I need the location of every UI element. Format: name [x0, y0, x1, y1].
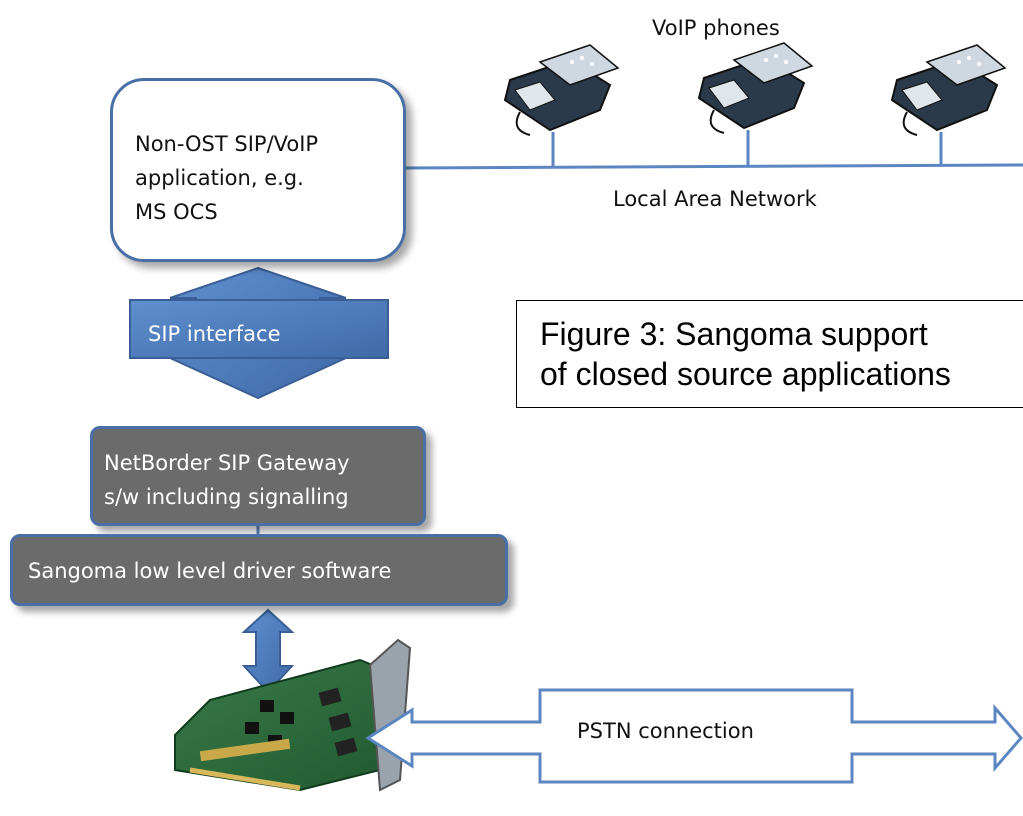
pstn-connection-label: PSTN connection	[577, 719, 754, 743]
sip-voip-application-box	[110, 78, 406, 262]
lan-line	[405, 163, 1023, 170]
application-box-text: Non-OST SIP/VoIP application, e.g. MS OC…	[135, 127, 395, 229]
gateway-box-text: NetBorder SIP Gateway s/w including sign…	[104, 446, 424, 514]
gateway-line-2: s/w including signalling	[104, 485, 349, 509]
sip-interface-label: SIP interface	[148, 322, 281, 346]
application-line-3: MS OCS	[135, 200, 218, 224]
desk-phone-icon	[890, 44, 1007, 136]
gateway-line-1: NetBorder SIP Gateway	[104, 451, 350, 475]
lan-label: Local Area Network	[613, 187, 817, 211]
driver-software-label: Sangoma low level driver software	[28, 559, 392, 583]
voip-phones-label: VoIP phones	[652, 16, 780, 40]
desk-phone-icon	[697, 42, 814, 134]
sip-interface-band	[129, 299, 389, 359]
sip-gateway-box	[90, 426, 426, 526]
caption-line-1: Figure 3: Sangoma support	[540, 316, 928, 352]
application-line-2: application, e.g.	[135, 166, 304, 190]
caption-line-2: of closed source applications	[540, 356, 951, 392]
pci-network-card-icon	[174, 638, 412, 792]
figure-caption: Figure 3: Sangoma support of closed sour…	[540, 314, 1020, 394]
application-line-1: Non-OST SIP/VoIP	[135, 132, 319, 156]
desk-phone-icon	[503, 44, 620, 136]
pstn-connection-arrow	[365, 688, 1023, 784]
figure-caption-box	[516, 300, 1023, 408]
driver-software-box	[10, 534, 508, 606]
